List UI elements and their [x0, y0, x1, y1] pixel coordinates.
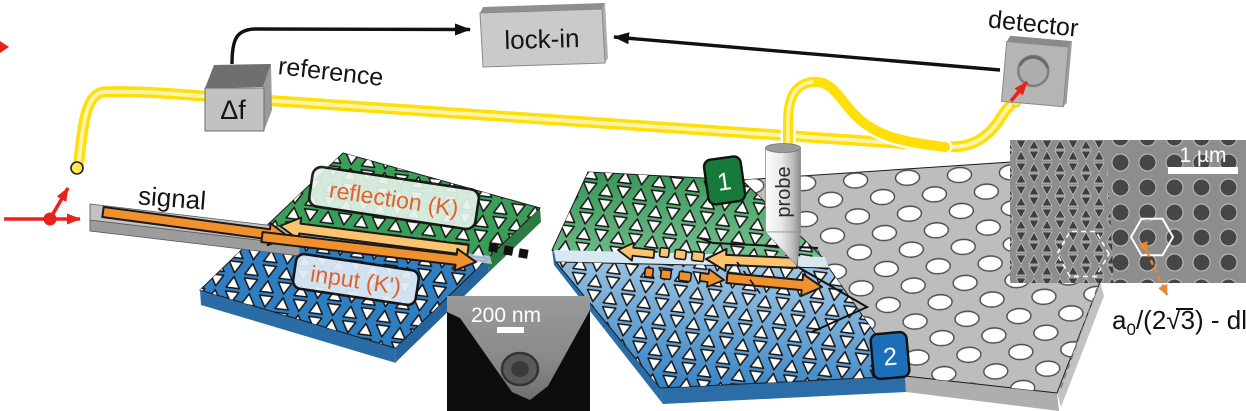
lock-in-side-face — [602, 3, 608, 63]
delta-f-side-face — [263, 64, 272, 131]
detector-box — [1000, 35, 1073, 108]
transmitted-arrow — [725, 272, 823, 297]
red-beam-edge-mark — [0, 41, 9, 53]
beam-to-detector-arrow — [1009, 80, 1029, 103]
chip-b-green-lattice — [552, 172, 823, 258]
ellipsis-dots — [488, 242, 529, 259]
beam-splitter-dot — [43, 212, 57, 226]
sem-tip-silhouette — [447, 296, 590, 400]
chip-a-side-green — [488, 208, 541, 272]
probe-cone — [764, 231, 801, 267]
lattice-scalebar — [1168, 167, 1238, 174]
signal-label: signal — [137, 180, 207, 215]
formula-radicand: 3 — [1181, 305, 1195, 335]
reference-label: reference — [277, 52, 385, 92]
delta-f-top-face — [205, 64, 271, 88]
sem-inset-lattice: 1 µm — [1010, 140, 1246, 283]
detector-aperture — [1017, 54, 1050, 88]
formula-base: a — [1112, 305, 1127, 335]
chip-b-side-right — [1057, 282, 1104, 407]
detector-top-face — [1006, 35, 1073, 47]
lattice-formula: a0/(2√3) - dl — [1112, 305, 1246, 339]
sem-inset-tip: 200 nm — [447, 296, 590, 411]
formula-subscript: 0 — [1126, 320, 1135, 339]
sem-tip-aperture — [511, 361, 529, 377]
sem-triangle-zone — [1010, 140, 1114, 283]
tip-scalebar-label: 200 nm — [471, 304, 541, 327]
delta-f-box: Δf — [204, 64, 272, 132]
forward-dashes — [643, 266, 693, 283]
chip-a-side-blue — [395, 258, 489, 362]
reflected-dashes — [658, 246, 706, 263]
delta-f-label: Δf — [220, 95, 246, 125]
probe-fiber-highlight — [786, 80, 814, 154]
chip-b-side-bottom-blue — [660, 376, 906, 404]
chip-b-edge-line — [1060, 287, 1098, 389]
probe-fiber — [780, 74, 953, 160]
delta-f-front-face — [204, 87, 265, 132]
lock-in-front-face — [479, 8, 606, 68]
probe-cap — [765, 143, 801, 153]
chip-b-side-bottom-gray — [905, 376, 1059, 411]
chip-b-arrows — [617, 241, 823, 297]
chip-b-blue-lattice — [556, 262, 905, 388]
probe-reflection-arrow — [705, 247, 799, 272]
reflected-dash-arrowhead — [617, 241, 656, 262]
formula-divider: /(2 — [1136, 305, 1166, 335]
region-badge-2: 2 — [869, 330, 911, 381]
wire-detector-to-lockin — [613, 32, 1001, 72]
tip-scalebar — [497, 327, 524, 333]
input-label-box: input (K') — [291, 252, 421, 307]
chip-a-side-front — [200, 290, 396, 363]
formula-radical: √ — [1166, 305, 1181, 335]
badge-1-label: 1 — [715, 167, 733, 197]
wire-deltaf-to-lockin — [230, 23, 471, 65]
region-badge-1: 1 — [702, 155, 747, 206]
lattice-dimension-arrow — [1138, 240, 1169, 296]
forward-dash-arrowhead — [698, 268, 725, 288]
input-arrow — [260, 231, 477, 272]
detector-label: detector — [987, 5, 1080, 42]
formula-tail: ) - dl — [1195, 305, 1246, 335]
lock-in-label: lock-in — [504, 23, 580, 55]
detector-aperture-shadow — [1018, 55, 1050, 69]
lock-in-box: lock-in — [479, 3, 608, 68]
reflection-arrow — [279, 216, 470, 256]
near-field-probe: probe — [764, 143, 801, 267]
fiber-end-input — [70, 161, 84, 175]
detector-side-face — [1063, 41, 1073, 107]
lock-in-top-face — [480, 3, 605, 13]
unit-cell-hexagon-dashed — [1056, 230, 1110, 278]
probe-label: probe — [773, 166, 795, 217]
badge-2-label: 2 — [882, 342, 898, 371]
lattice-scalebar-label: 1 µm — [1179, 144, 1226, 167]
